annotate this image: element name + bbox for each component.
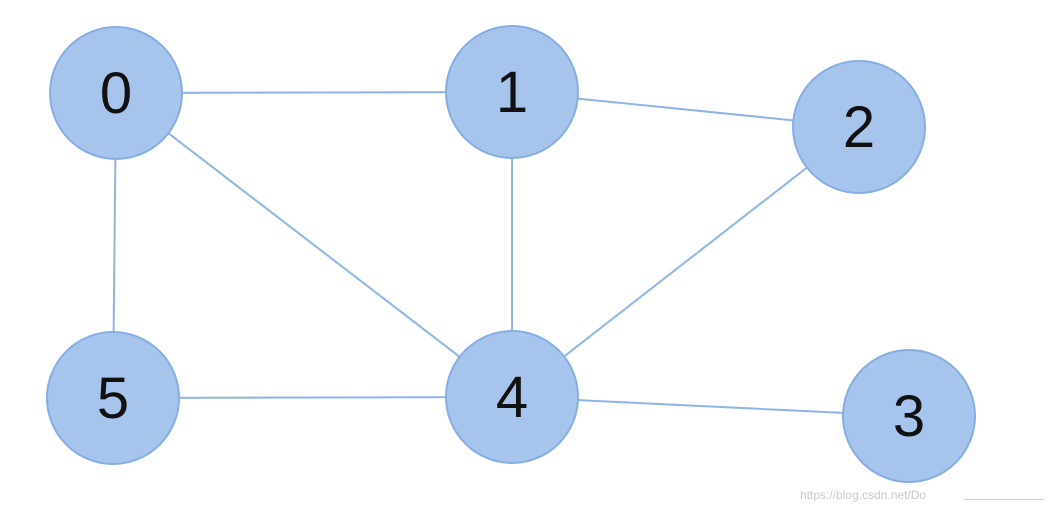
- node-4-circle: [445, 330, 579, 464]
- edge-2-4: [511, 126, 860, 398]
- node-2-label: 2: [843, 95, 875, 160]
- node-1-label: 1: [496, 60, 528, 125]
- node-3-circle: [842, 349, 976, 483]
- node-2: 2: [792, 60, 926, 194]
- edge-0-4: [115, 92, 513, 398]
- node-4-label: 4: [496, 365, 528, 430]
- node-5-circle: [46, 331, 180, 465]
- node-3: 3: [842, 349, 976, 483]
- watermark-text: https://blog.csdn.net/Do: [800, 488, 927, 502]
- node-3-label: 3: [893, 384, 925, 449]
- node-0-circle: [49, 26, 183, 160]
- node-5-label: 5: [97, 366, 129, 431]
- node-1-circle: [445, 25, 579, 159]
- node-5: 5: [46, 331, 180, 465]
- node-2-circle: [792, 60, 926, 194]
- node-1: 1: [445, 25, 579, 159]
- node-0-label: 0: [100, 61, 132, 126]
- watermark-underline: [964, 499, 1044, 500]
- node-4: 4: [445, 330, 579, 464]
- node-0: 0: [49, 26, 183, 160]
- nodes-layer: 0 1 2 3 4 5: [46, 25, 976, 483]
